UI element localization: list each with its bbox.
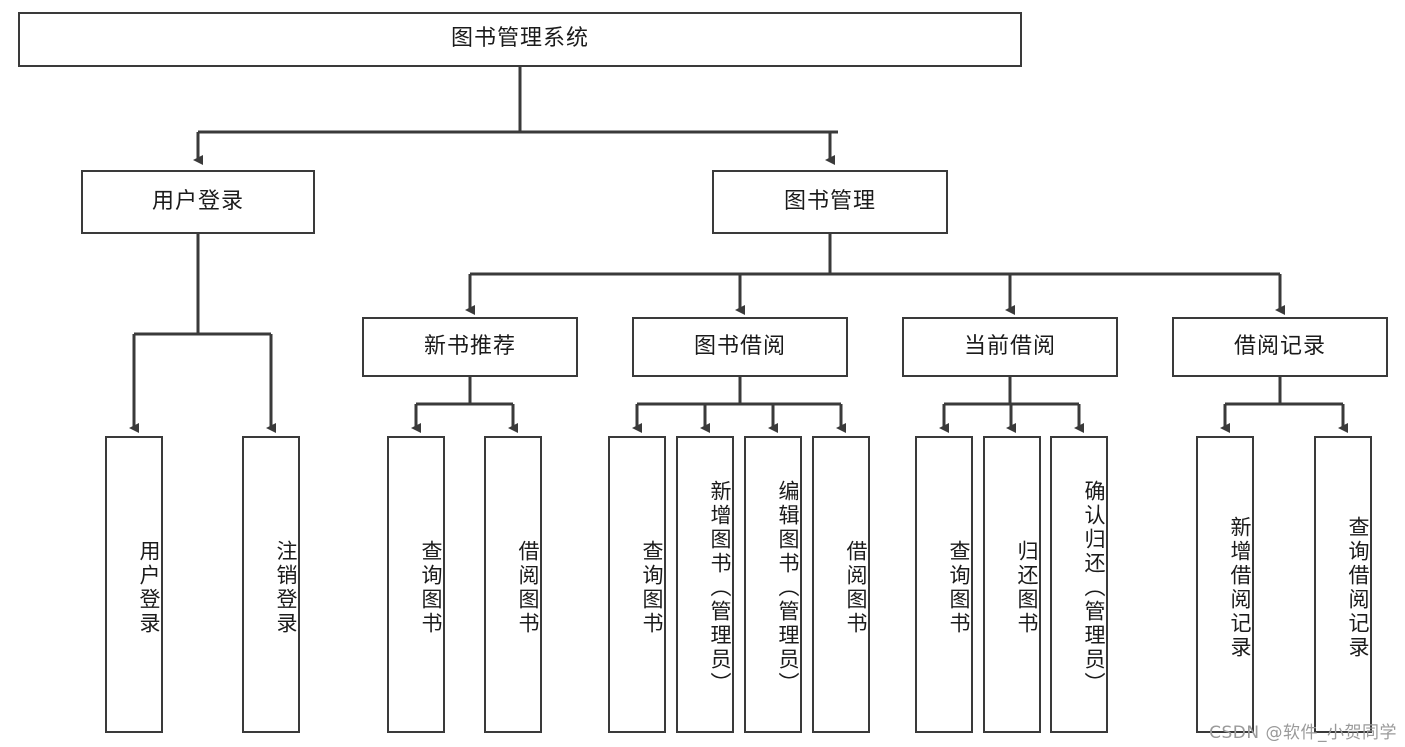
node-book-borrow[interactable]: 图书借阅 <box>632 317 848 377</box>
leaf-query-book-current[interactable]: 查询图书 <box>915 436 973 733</box>
node-label: 借阅图书 <box>516 539 540 636</box>
node-book-management[interactable]: 图书管理 <box>712 170 948 234</box>
node-label: 查询图书 <box>947 539 971 636</box>
leaf-borrow-book-new-book[interactable]: 借阅图书 <box>484 436 542 733</box>
leaf-add-book-admin[interactable]: 新增图书（管理员） <box>676 436 734 733</box>
leaf-query-book-new-book[interactable]: 查询图书 <box>387 436 445 733</box>
leaf-query-book-borrow[interactable]: 查询图书 <box>608 436 666 733</box>
node-user-login[interactable]: 用户登录 <box>81 170 315 234</box>
node-label: 归还图书 <box>1015 539 1039 636</box>
leaf-query-borrow-record[interactable]: 查询借阅记录 <box>1314 436 1372 733</box>
node-label: 借阅记录 <box>1233 333 1326 359</box>
node-label: 图书管理 <box>783 188 876 214</box>
node-label: 用户登录 <box>151 188 244 214</box>
node-label: 新增借阅记录 <box>1228 515 1252 660</box>
node-label: 查询借阅记录 <box>1346 515 1370 660</box>
node-label: 借阅图书 <box>844 539 868 636</box>
leaf-user-login[interactable]: 用户登录 <box>105 436 163 733</box>
node-label: 图书管理系统 <box>450 26 589 52</box>
node-label: 当前借阅 <box>963 333 1056 359</box>
leaf-confirm-return-admin[interactable]: 确认归还（管理员） <box>1050 436 1108 733</box>
leaf-return-book[interactable]: 归还图书 <box>983 436 1041 733</box>
node-label: 查询图书 <box>419 539 443 636</box>
leaf-edit-book-admin[interactable]: 编辑图书（管理员） <box>744 436 802 733</box>
node-label: 编辑图书（管理员） <box>776 479 800 696</box>
csdn-watermark: CSDN @软件_小贺同学 <box>1209 723 1397 743</box>
node-label: 图书借阅 <box>693 333 786 359</box>
leaf-add-borrow-record[interactable]: 新增借阅记录 <box>1196 436 1254 733</box>
node-current-borrow[interactable]: 当前借阅 <box>902 317 1118 377</box>
node-label: 新书推荐 <box>423 333 516 359</box>
node-new-book-recommendation[interactable]: 新书推荐 <box>362 317 578 377</box>
node-label: 用户登录 <box>137 539 161 636</box>
node-label: 确认归还（管理员） <box>1082 479 1106 696</box>
node-root-book-management-system[interactable]: 图书管理系统 <box>18 12 1022 67</box>
node-label: 新增图书（管理员） <box>708 479 732 696</box>
leaf-logout[interactable]: 注销登录 <box>242 436 300 733</box>
node-label: 注销登录 <box>274 539 298 636</box>
node-borrow-record[interactable]: 借阅记录 <box>1172 317 1388 377</box>
node-label: 查询图书 <box>640 539 664 636</box>
leaf-borrow-book[interactable]: 借阅图书 <box>812 436 870 733</box>
